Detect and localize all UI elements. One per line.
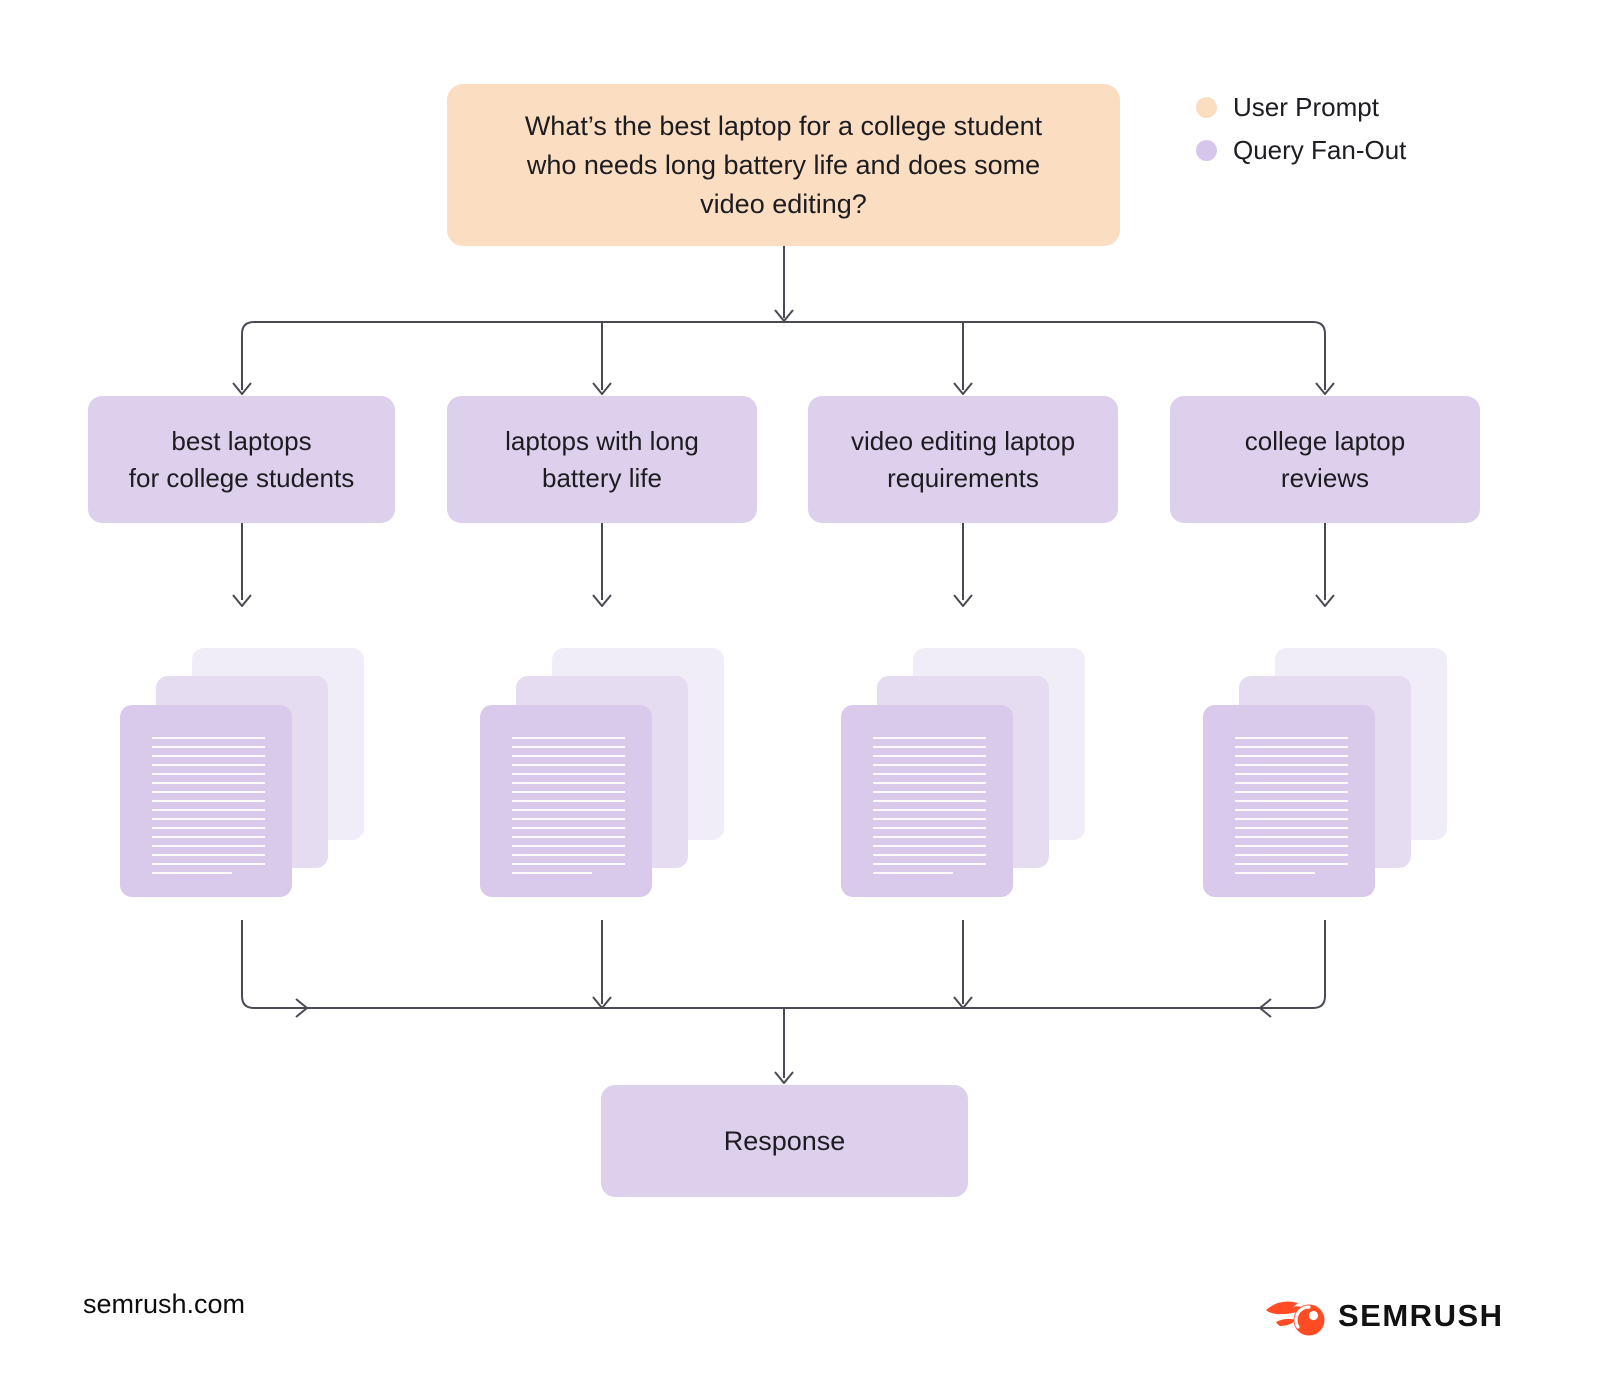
document-page-front <box>480 705 652 897</box>
website-url: semrush.com <box>83 1289 246 1319</box>
documents-stack-icon <box>841 648 1085 898</box>
query-box-college-reviews: college laptop reviews <box>1170 396 1480 523</box>
response-label: Response <box>723 1125 846 1156</box>
document-text-lines <box>152 737 265 867</box>
legend: User Prompt Query Fan-Out <box>1196 91 1407 180</box>
query-box-video-editing: video editing laptop requirements <box>808 396 1118 523</box>
legend-label: User Prompt <box>1233 91 1379 122</box>
document-text-lines <box>1235 737 1348 867</box>
query-text-line: video editing laptop <box>850 425 1076 456</box>
document-text-lastline <box>512 872 592 874</box>
documents-stack-icon <box>480 648 724 898</box>
query-box-best-laptops: best laptops for college students <box>88 396 395 523</box>
document-text-lastline <box>873 872 953 874</box>
user-prompt-text-line: video editing? <box>700 188 867 219</box>
legend-item-user-prompt: User Prompt <box>1196 91 1406 122</box>
document-page-front <box>1203 705 1375 897</box>
query-text-line: requirements <box>887 462 1039 493</box>
response-box: Response <box>601 1085 968 1197</box>
query-text-line: battery life <box>542 462 662 493</box>
user-prompt-box: What’s the best laptop for a college stu… <box>447 84 1120 246</box>
semrush-flame-ball-icon <box>1266 1301 1325 1336</box>
legend-label: Query Fan-Out <box>1233 134 1407 165</box>
query-text-line: reviews <box>1280 462 1370 493</box>
documents-stack-icon <box>1203 648 1447 898</box>
user-prompt-text-line: What’s the best laptop for a college stu… <box>524 110 1043 141</box>
user-prompt-text-line: who needs long battery life and does som… <box>526 149 1041 180</box>
query-fanout-legend-dot-icon <box>1196 139 1217 161</box>
document-text-lines <box>873 737 986 867</box>
semrush-logo: SEMRUSH <box>1264 1294 1504 1338</box>
user-prompt-legend-dot-icon <box>1196 96 1217 118</box>
document-text-lines <box>512 737 625 867</box>
query-text-line: college laptop <box>1244 425 1406 456</box>
semrush-logotype: SEMRUSH <box>1338 1298 1504 1333</box>
document-text-lastline <box>152 872 232 874</box>
document-text-lastline <box>1235 872 1315 874</box>
query-text-line: laptops with long <box>505 425 699 456</box>
document-page-front <box>841 705 1013 897</box>
query-box-battery-life: laptops with long battery life <box>447 396 757 523</box>
query-text-line: best laptops <box>171 425 312 456</box>
query-text-line: for college students <box>128 462 355 493</box>
documents-stack-icon <box>120 648 364 898</box>
document-page-front <box>120 705 292 897</box>
legend-item-query-fanout: Query Fan-Out <box>1196 134 1407 165</box>
